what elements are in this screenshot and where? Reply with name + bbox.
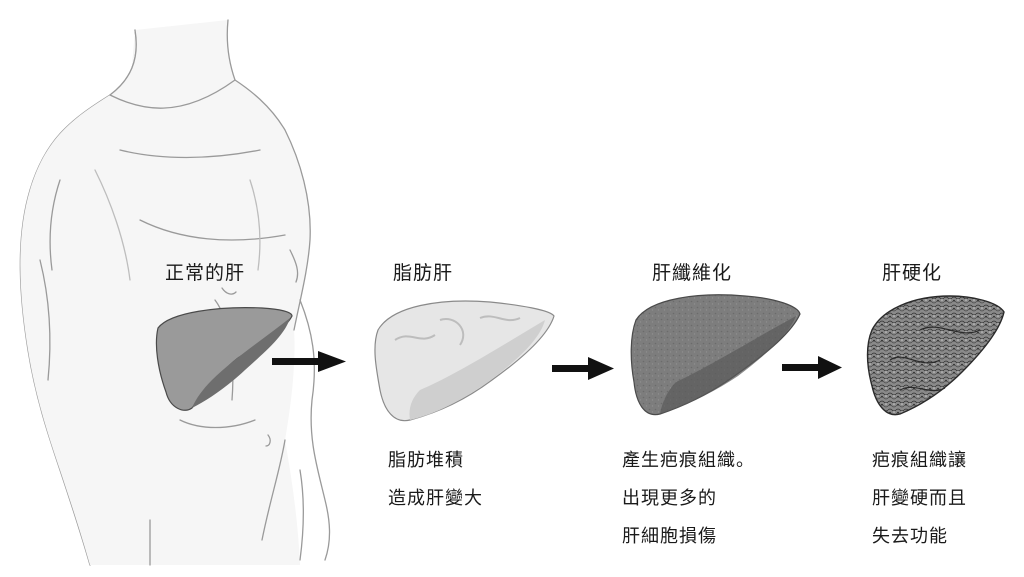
stage-description-fatty-liver: 脂肪堆積 造成肝變大 [388,442,483,518]
stage-description-cirrhosis: 疤痕組織讓 肝變硬而且 失去功能 [872,442,967,556]
description-line: 失去功能 [872,526,948,547]
description-line: 脂肪堆積 [388,450,464,471]
description-line: 造成肝變大 [388,488,483,509]
torso-sketch [19,19,331,566]
cirrhosis-liver-image [866,295,1005,416]
arrow-icon [552,357,614,380]
description-line: 肝變硬而且 [872,488,967,509]
fatty-liver-image [374,300,555,422]
stage-description-fibrosis: 產生疤痕組織。 出現更多的 肝細胞損傷 [622,442,755,556]
fibrosis-liver-image [630,294,801,416]
description-line: 肝細胞損傷 [622,526,717,547]
stage-title-cirrhosis: 肝硬化 [882,262,943,284]
normal-liver-image [155,307,293,411]
arrow-icon [272,351,346,372]
arrow-icon [782,356,842,379]
stage-title-fibrosis: 肝纖維化 [652,262,733,284]
stage-title-normal: 正常的肝 [165,262,246,284]
description-line: 產生疤痕組織。 [622,450,755,471]
description-line: 疤痕組織讓 [872,450,967,471]
stage-title-fatty-liver: 脂肪肝 [393,262,454,284]
description-line: 出現更多的 [622,488,717,509]
